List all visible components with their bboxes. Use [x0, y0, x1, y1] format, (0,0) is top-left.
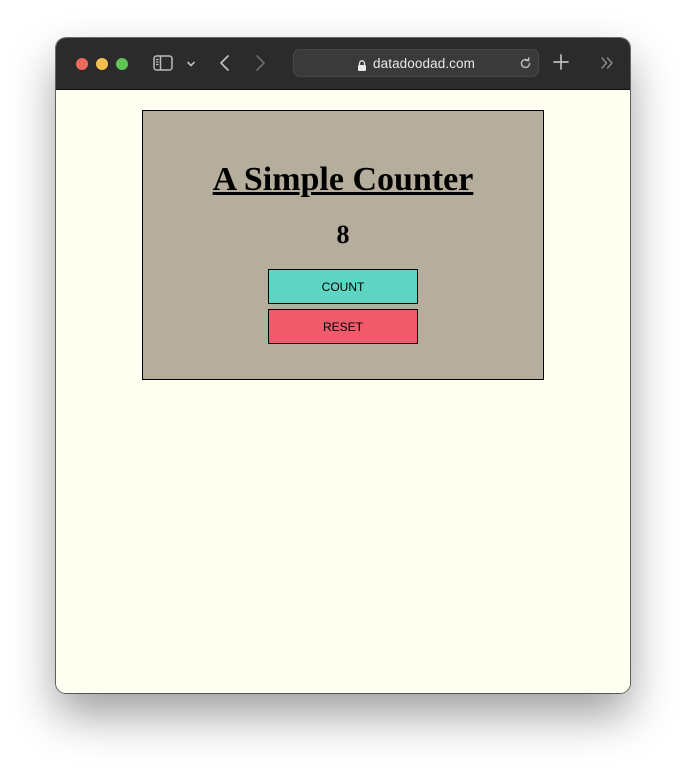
sidebar-icon[interactable]: [153, 55, 173, 71]
new-tab-icon[interactable]: [551, 52, 571, 72]
zoom-window-button[interactable]: [116, 58, 128, 70]
reload-icon[interactable]: [519, 57, 532, 70]
page-content: A Simple Counter 8 COUNT RESET: [56, 90, 630, 693]
browser-window: datadoodad.com A Simple Counter 8 COUNT …: [56, 38, 630, 693]
counter-value: 8: [336, 220, 350, 249]
address-url: datadoodad.com: [373, 56, 475, 71]
chevron-down-icon[interactable]: [185, 58, 197, 70]
reset-button[interactable]: RESET: [268, 309, 418, 344]
address-bar[interactable]: datadoodad.com: [293, 49, 539, 77]
browser-toolbar: datadoodad.com: [56, 38, 630, 90]
page-title: A Simple Counter: [212, 161, 474, 198]
count-button[interactable]: COUNT: [268, 269, 418, 304]
minimize-window-button[interactable]: [96, 58, 108, 70]
back-icon[interactable]: [216, 53, 234, 73]
close-window-button[interactable]: [76, 58, 88, 70]
forward-icon[interactable]: [251, 53, 269, 73]
counter-card: A Simple Counter 8 COUNT RESET: [142, 110, 544, 380]
more-icon[interactable]: [599, 55, 615, 71]
lock-icon: [357, 58, 367, 71]
